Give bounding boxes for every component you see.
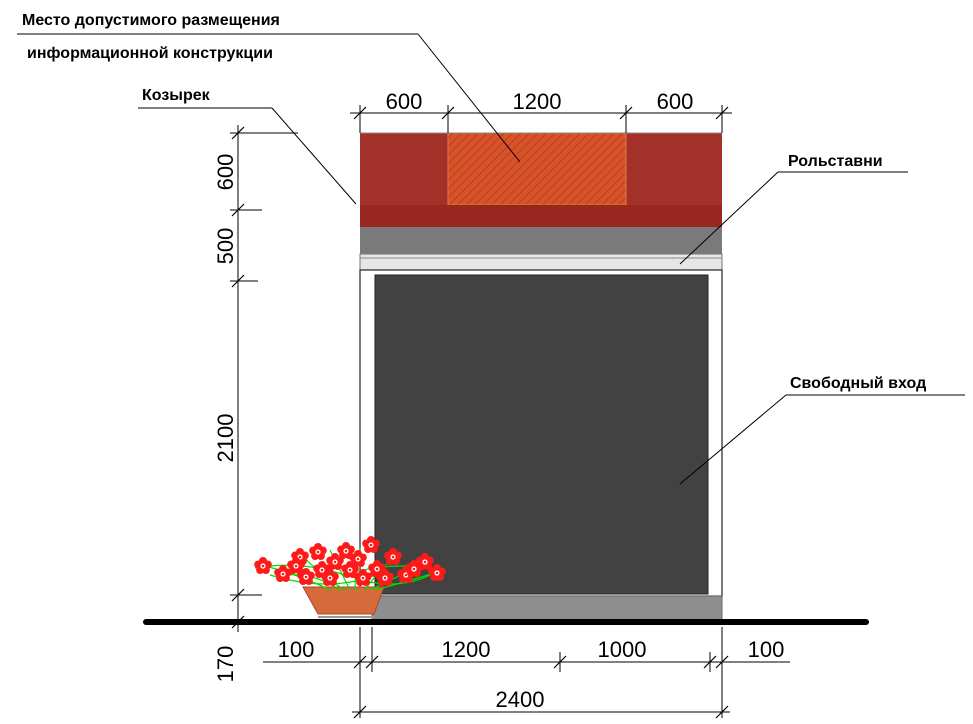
dim-left-canopy: 600 bbox=[213, 154, 238, 191]
canopy-band bbox=[360, 205, 722, 227]
flower bbox=[321, 569, 339, 586]
dim-total-width: 2400 bbox=[496, 687, 545, 712]
flower bbox=[397, 566, 415, 583]
dim-bottom-door-zone: 1000 bbox=[598, 637, 647, 662]
flower bbox=[313, 561, 331, 578]
dim-left-shutters: 500 bbox=[213, 228, 238, 265]
roller-shutter-rail bbox=[359, 253, 723, 271]
flowers bbox=[254, 536, 446, 586]
flower bbox=[326, 553, 344, 570]
left-dimension-lines bbox=[230, 125, 298, 632]
dim-bottom-pot-zone: 1200 bbox=[442, 637, 491, 662]
flower bbox=[274, 565, 292, 582]
dim-bottom-right-offset: 100 bbox=[748, 637, 785, 662]
dim-bottom-left-offset: 100 bbox=[278, 637, 315, 662]
label-sign-area-line1: Место допустимого размещения bbox=[22, 12, 280, 29]
flower bbox=[254, 557, 272, 574]
roller-shutter-box bbox=[360, 227, 722, 254]
flower bbox=[349, 550, 367, 567]
dim-left-base: 170 bbox=[213, 646, 238, 683]
flower bbox=[384, 548, 402, 565]
pot bbox=[302, 586, 385, 615]
flower bbox=[376, 569, 394, 586]
flower bbox=[297, 568, 315, 585]
dim-top-middle: 1200 bbox=[513, 89, 562, 114]
flower-pot-icon bbox=[254, 536, 446, 618]
flower bbox=[416, 553, 434, 570]
label-entrance: Свободный вход bbox=[790, 375, 926, 392]
label-shutters: Рольставни bbox=[788, 153, 883, 170]
door-opening bbox=[374, 274, 709, 595]
label-sign-area-line2: информационной конструкции bbox=[27, 45, 273, 62]
flower bbox=[362, 536, 380, 553]
dim-top-right: 600 bbox=[657, 89, 694, 114]
dim-left-door: 2100 bbox=[213, 414, 238, 463]
flower bbox=[428, 564, 446, 581]
flower bbox=[354, 569, 372, 586]
plinth bbox=[371, 595, 723, 621]
callout-lines bbox=[17, 33, 965, 485]
bottom-dimension-lines bbox=[263, 627, 790, 719]
label-canopy: Козырек bbox=[142, 87, 211, 104]
dim-top-left: 600 bbox=[386, 89, 423, 114]
flower bbox=[309, 543, 327, 560]
flower bbox=[287, 557, 305, 574]
sign-placement-area bbox=[447, 132, 627, 206]
top-dimension-lines bbox=[350, 105, 732, 133]
